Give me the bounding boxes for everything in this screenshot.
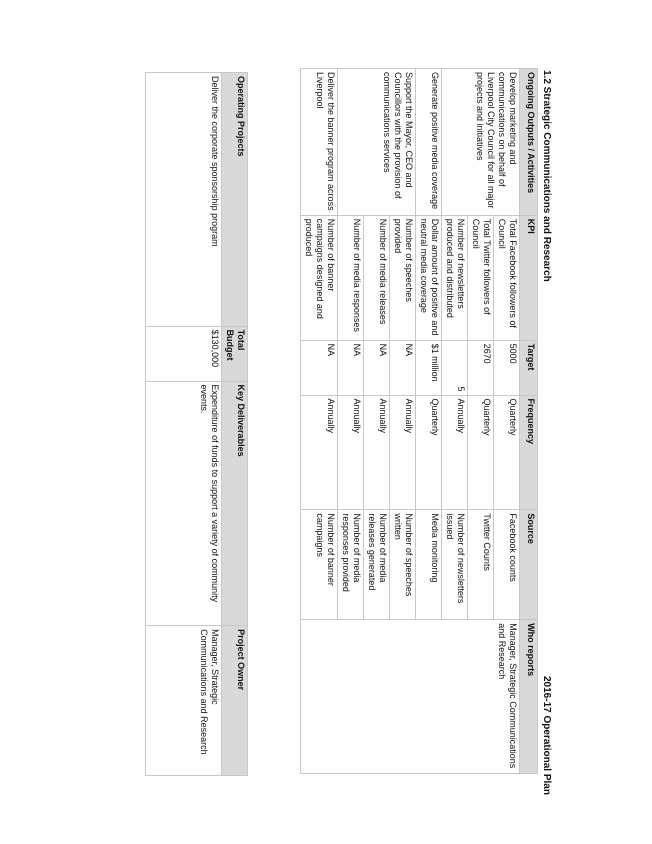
section-title: 1.2 Strategic Communications and Researc… — [541, 70, 552, 282]
cell-owner: Manager, Strategic Communications and Re… — [145, 625, 222, 776]
cell-source: Number of newsletters issued — [441, 509, 468, 620]
table-row: Deliver the corporate sponsorship progra… — [145, 72, 222, 776]
cell-kpi: Number of newsletters produced and distr… — [441, 215, 468, 341]
cell-frequency: Annually — [300, 395, 338, 510]
cell-source: Number of media releases generated — [363, 509, 390, 620]
header-activity: Ongoing Outputs / Activities — [519, 68, 538, 216]
cell-target: NA — [389, 340, 416, 396]
cell-target: 2670 — [467, 340, 494, 396]
cell-frequency: Quarterly — [415, 395, 442, 510]
cell-kpi: Number of media releases — [363, 215, 390, 341]
cell-source: Twitter Counts — [467, 509, 494, 620]
cell-frequency: Quarterly — [493, 395, 520, 510]
cell-kpi: Total Facebook followers of Council — [493, 215, 520, 341]
cell-kpi: Number of media responses — [337, 215, 364, 341]
cell-budget: $130,000 — [145, 326, 222, 382]
cell-frequency: Annually — [363, 395, 390, 510]
cell-project: Deliver the corporate sponsorship progra… — [145, 72, 222, 327]
cell-kpi: Dollar amount of positive and neutral me… — [415, 215, 442, 341]
projects-header-row: Operating Projects Total Budget Key Deli… — [221, 72, 248, 776]
cell-target: 5000 — [493, 340, 520, 396]
header-owner: Project Owner — [221, 625, 248, 776]
outputs-table: Ongoing Outputs / Activities KPI Target … — [300, 68, 538, 774]
cell-frequency: Annually — [441, 395, 468, 510]
cell-frequency: Quarterly — [467, 395, 494, 510]
cell-activity: Deliver the banner program across Liverp… — [300, 68, 338, 216]
cell-target: $1 million — [415, 340, 442, 396]
header-deliverables: Key Deliverables — [221, 381, 248, 626]
table-row: Develop marketing and communications on … — [300, 68, 520, 774]
header-frequency: Frequency — [519, 395, 538, 510]
outputs-header-row: Ongoing Outputs / Activities KPI Target … — [519, 68, 538, 774]
cell-activity: Develop marketing and communications on … — [441, 68, 520, 216]
header-budget: Total Budget — [221, 326, 248, 382]
cell-frequency: Annually — [337, 395, 364, 510]
cell-target: NA — [337, 340, 364, 396]
plan-title: 2016-17 Operational Plan — [541, 676, 552, 795]
cell-source: Number of speeches written — [389, 509, 416, 620]
cell-target: NA — [363, 340, 390, 396]
cell-source: Number of banner campaigns — [300, 509, 338, 620]
header-kpi: KPI — [519, 215, 538, 341]
cell-activity: Support the Mayor, CEO and Councillors w… — [337, 68, 416, 216]
cell-source: Number of media responses provided — [337, 509, 364, 620]
cell-source: Media monitoring — [415, 509, 442, 620]
header-source: Source — [519, 509, 538, 620]
cell-kpi: Total Twitter followers of Council — [467, 215, 494, 341]
cell-target: 5 — [441, 340, 468, 396]
cell-activity: Generate positive media coverage — [415, 68, 442, 216]
header-project: Operating Projects — [221, 72, 248, 327]
cell-frequency: Annually — [389, 395, 416, 510]
cell-kpi: Number of speeches provided — [389, 215, 416, 341]
projects-table: Operating Projects Total Budget Key Deli… — [145, 72, 248, 776]
cell-kpi: Number of banner campaigns designed and … — [300, 215, 338, 341]
cell-who: Manager, Strategic Communications and Re… — [300, 619, 520, 774]
cell-target: NA — [300, 340, 338, 396]
header-who: Who reports — [519, 619, 538, 774]
header-target: Target — [519, 340, 538, 396]
cell-source: Facebook counts — [493, 509, 520, 620]
cell-deliverables: Expenditure of funds to support a variet… — [145, 381, 222, 626]
